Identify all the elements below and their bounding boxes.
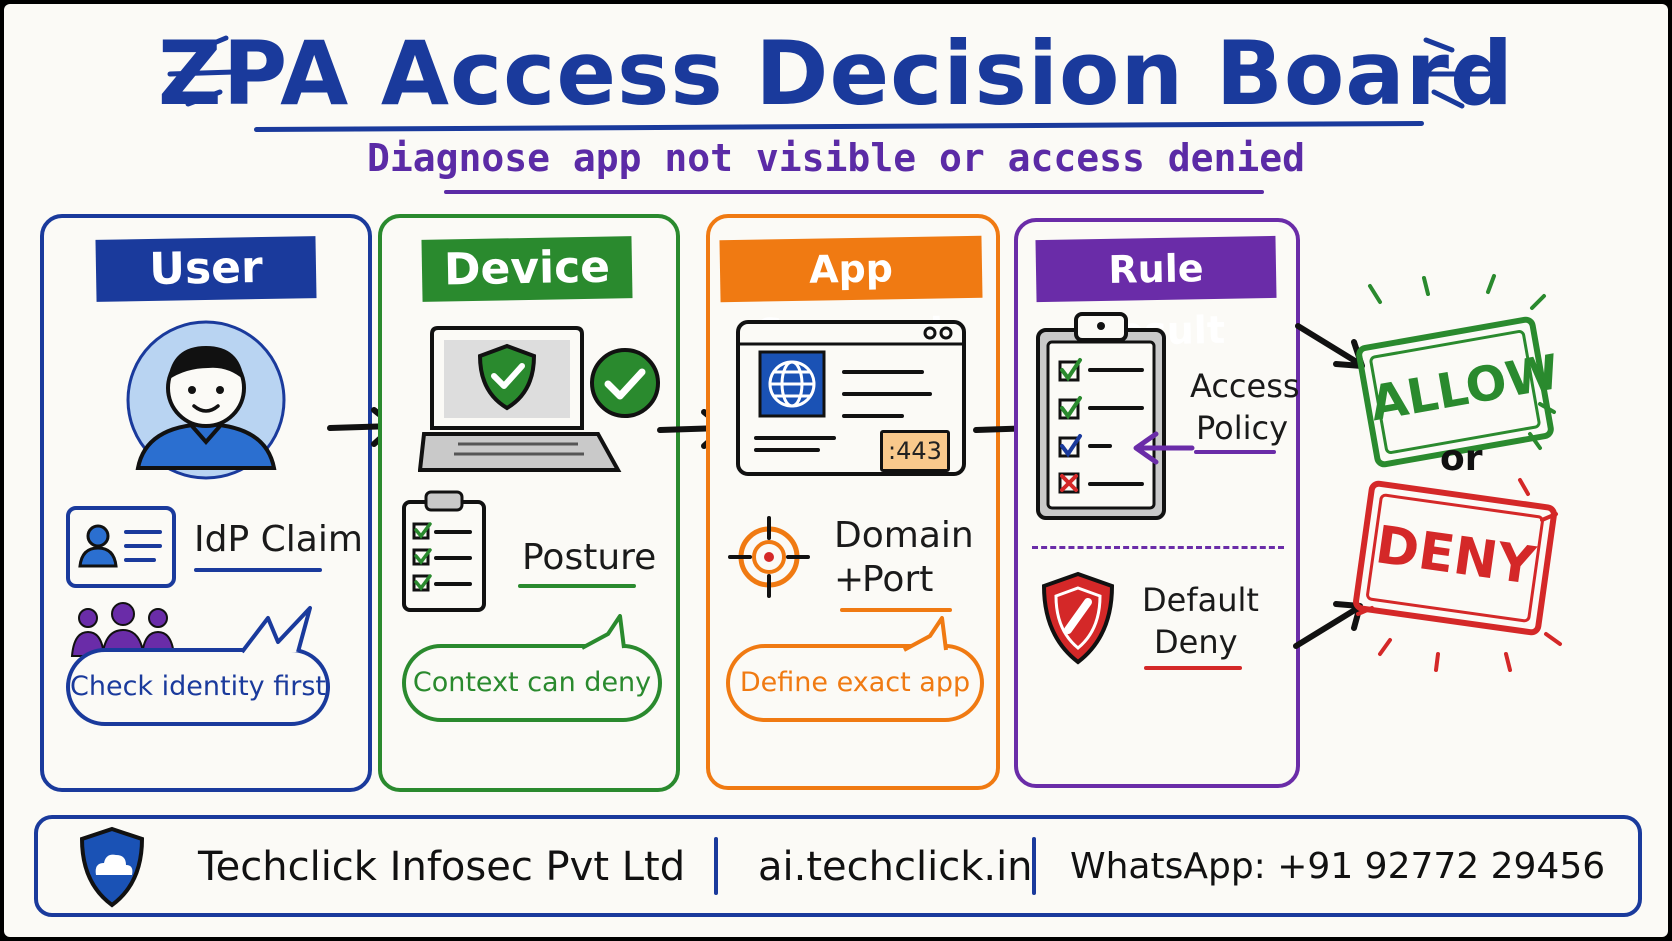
page-subtitle: Diagnose app not visible or access denie… <box>367 136 1305 180</box>
domain-port-label-line2: Port <box>862 559 934 600</box>
or-text: or <box>1440 438 1483 479</box>
panel-user-title: User <box>95 236 317 302</box>
panel-user: User IdP Claim <box>40 214 372 792</box>
deny-arrow <box>1293 601 1363 649</box>
access-policy-label-line1: Access <box>1190 367 1300 405</box>
panel-device: Device Posture Context can deny <box>378 214 680 792</box>
clipboard-rules-icon <box>1036 312 1166 520</box>
page-title: ZPA Access Decision Board <box>157 22 1515 125</box>
user-bubble: Check identity first <box>66 648 330 726</box>
title-sparkle-left-icon <box>167 35 237 107</box>
target-icon <box>728 516 810 598</box>
footer-whatsapp[interactable]: WhatsApp: +91 92772 29456 <box>1070 846 1606 887</box>
footer: Techclick Infosec Pvt Ltd ai.techclick.i… <box>34 815 1642 917</box>
user-avatar-icon <box>126 320 286 480</box>
deny-stamp: DENY <box>1351 479 1559 637</box>
board: ZPA Access Decision Board Diagnose app n… <box>4 4 1668 937</box>
posture-label: Posture <box>522 537 657 578</box>
default-deny-label-line2: Deny <box>1154 623 1238 661</box>
default-deny-label-line1: Default <box>1142 581 1259 619</box>
title-sparkle-right-icon <box>1417 37 1491 109</box>
panel-rule-result: Rule Result Access Policy <box>1014 218 1300 788</box>
shield-deny-icon <box>1041 571 1115 665</box>
rule-divider <box>1032 546 1284 549</box>
posture-underline <box>518 584 636 588</box>
user-bubble-tail <box>240 606 312 654</box>
app-segment-bubble: Define exact app <box>726 644 984 722</box>
policy-pointer-arrow <box>1133 431 1195 465</box>
access-policy-underline <box>1194 450 1276 454</box>
check-circle-icon <box>590 348 660 418</box>
footer-site-link[interactable]: ai.techclick.in <box>758 844 1033 890</box>
idp-claim-underline <box>194 568 322 572</box>
panel-rule-result-title: Rule Result <box>1035 235 1277 354</box>
idp-claim-label: IdP Claim <box>194 519 363 560</box>
device-bubble: Context can deny <box>402 644 662 722</box>
globe-icon <box>758 350 826 418</box>
footer-separator-1 <box>714 837 718 895</box>
app-segment-bubble-tail <box>903 616 948 652</box>
allow-arrow <box>1295 323 1365 369</box>
device-bubble-tail <box>581 614 626 650</box>
deny-sparkles-icon <box>1356 478 1562 672</box>
allow-sparkles-icon <box>1368 274 1556 450</box>
cloud-shield-icon <box>79 826 145 908</box>
laptop-shield-icon <box>418 326 622 472</box>
panel-app-segment-title: App Segment <box>719 235 983 355</box>
default-deny-underline <box>1144 666 1242 670</box>
access-policy-label-line2: Policy <box>1196 409 1289 447</box>
panel-app-segment: App Segment :443 Domain + Port Define ex… <box>706 214 1000 790</box>
panel-device-title: Device <box>421 236 633 302</box>
subtitle-underline <box>444 190 1264 194</box>
footer-company: Techclick Infosec Pvt Ltd <box>198 844 686 890</box>
footer-separator-2 <box>1032 837 1036 895</box>
clipboard-checklist-icon <box>402 490 486 612</box>
id-card-icon <box>66 506 176 588</box>
domain-port-underline <box>840 608 952 612</box>
port-tag: :443 <box>880 430 950 472</box>
domain-port-label-line1: Domain + <box>834 515 974 600</box>
